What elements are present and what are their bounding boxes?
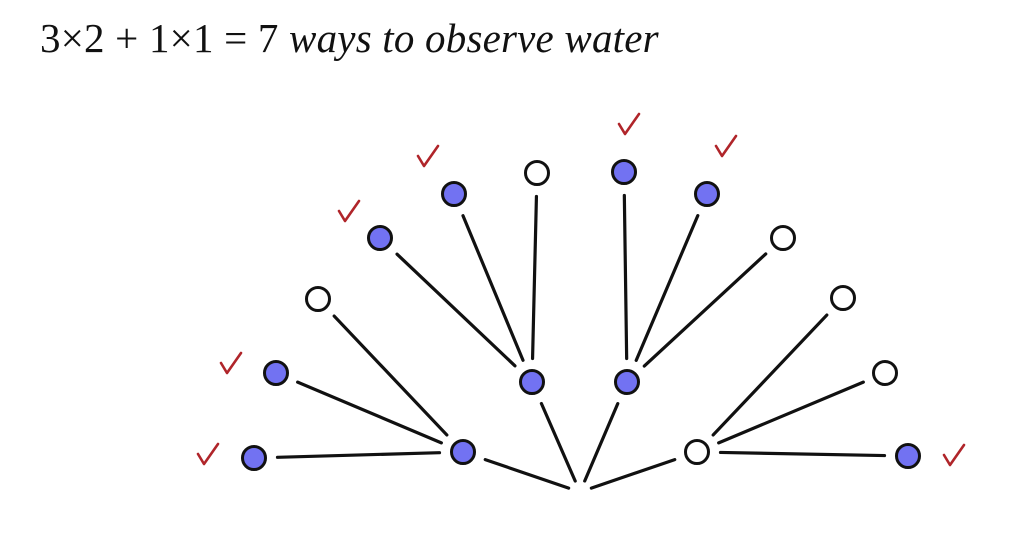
- node-L2: [519, 369, 545, 395]
- edge-L1-L1b: [296, 380, 443, 445]
- node-R1b: [872, 360, 898, 386]
- title-equation: 3×2 + 1×1 = 7: [40, 15, 279, 61]
- edge-R1-R1b: [717, 380, 865, 445]
- check-mark-icon: [942, 443, 966, 467]
- node-R2a: [611, 159, 637, 185]
- check-mark-icon: [617, 112, 641, 136]
- node-L1: [450, 439, 476, 465]
- edge-L2-L2b: [461, 214, 525, 362]
- check-marks-group: [196, 112, 966, 467]
- check-mark-icon: [337, 199, 361, 223]
- check-mark-icon: [219, 351, 243, 375]
- edge-root-R1: [589, 458, 677, 490]
- edge-L1-L1c: [332, 314, 449, 437]
- edge-root-L1: [483, 458, 571, 490]
- node-R2: [614, 369, 640, 395]
- check-mark-icon: [714, 134, 738, 158]
- edge-R2-R2b: [634, 214, 700, 362]
- node-L2b: [441, 181, 467, 207]
- node-L2a: [367, 225, 393, 251]
- node-R2c: [770, 225, 796, 251]
- check-mark-icon: [196, 442, 220, 466]
- edge-L2-L2a: [395, 252, 517, 368]
- node-R1a: [830, 285, 856, 311]
- title-phrase: ways to observe water: [289, 15, 659, 61]
- node-L2c: [524, 160, 550, 186]
- edges-group: [275, 193, 887, 490]
- edge-root-R2: [583, 402, 620, 483]
- edge-R1-R1a: [711, 313, 829, 437]
- edge-L2-L2c: [530, 194, 539, 361]
- node-R1c: [895, 443, 921, 469]
- node-L1b: [263, 360, 289, 386]
- node-R2b: [694, 181, 720, 207]
- edge-root-L2: [539, 401, 577, 483]
- edge-L1-L1a: [275, 451, 442, 459]
- check-mark-icon: [416, 144, 440, 168]
- nodes-group: [241, 159, 921, 471]
- node-L1a: [241, 445, 267, 471]
- node-L1c: [305, 286, 331, 312]
- edge-R2-R2c: [642, 252, 768, 368]
- edge-R1-R1c: [718, 450, 887, 458]
- diagram-title: 3×2 + 1×1 = 7 ways to observe water: [40, 14, 659, 62]
- edge-R2-R2a: [622, 193, 629, 361]
- node-R1: [684, 439, 710, 465]
